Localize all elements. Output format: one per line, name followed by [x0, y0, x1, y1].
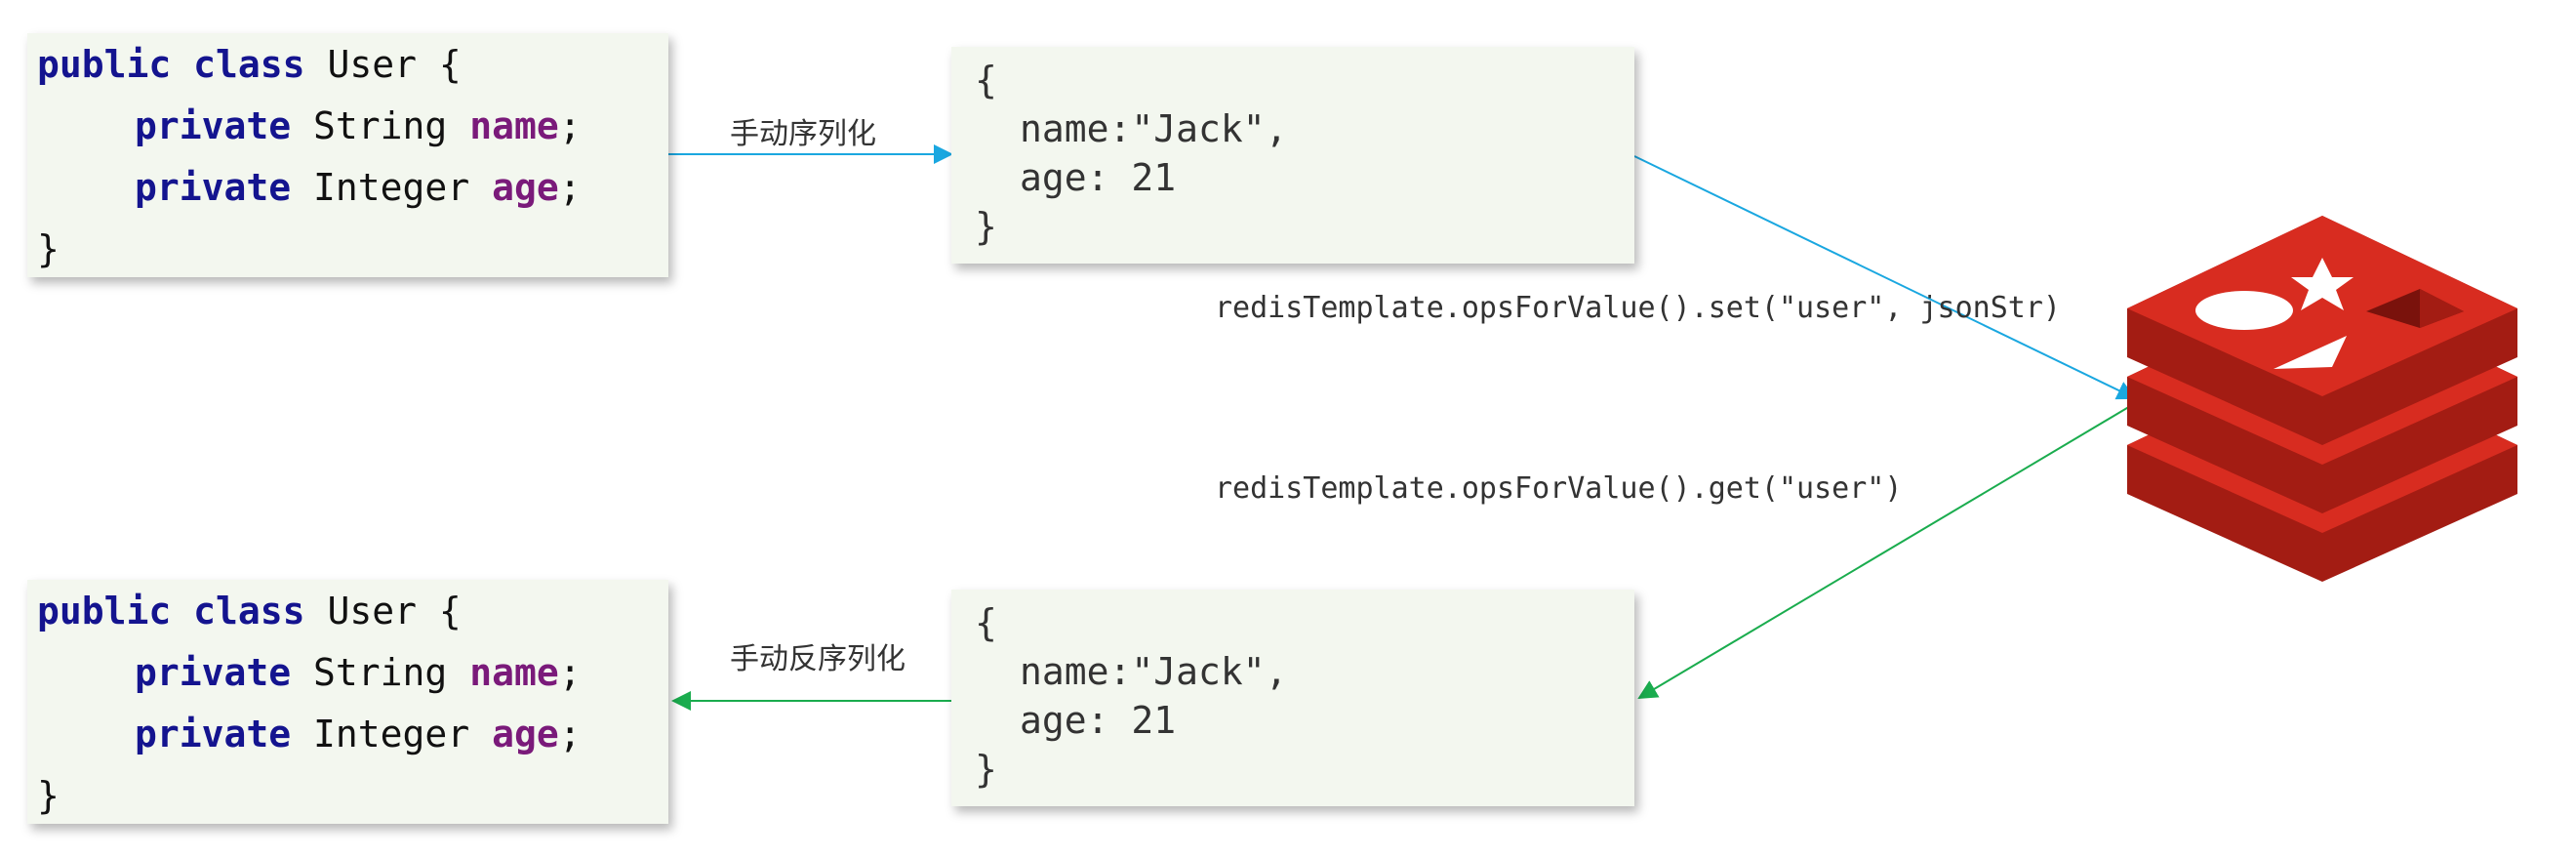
json-age-line: age: 21	[1020, 156, 1177, 199]
java-class-box-top: public class User { private String name;…	[27, 33, 668, 277]
get-call-label: redisTemplate.opsForValue().get("user")	[1215, 471, 1903, 506]
json-open-brace: {	[975, 59, 997, 102]
deserialize-label: 手动反序列化	[730, 642, 906, 676]
keyword-private: private	[135, 104, 292, 147]
keyword-class: class	[193, 43, 305, 86]
type-string: String	[313, 104, 448, 147]
field-name: name	[469, 651, 559, 694]
json-close-brace: }	[975, 205, 997, 248]
json-box-top: { name:"Jack", age: 21 }	[951, 47, 1634, 264]
keyword-class: class	[193, 590, 305, 633]
keyword-private: private	[135, 651, 292, 694]
name-field-line: private String name;	[135, 104, 582, 147]
get-arrow	[1637, 401, 2138, 700]
json-age-line: age: 21	[1020, 699, 1177, 742]
open-brace: {	[438, 590, 462, 633]
age-field-line: private Integer age;	[135, 713, 582, 755]
close-brace: }	[37, 227, 60, 270]
set-call-label: redisTemplate.opsForValue().set("user", …	[1215, 291, 2061, 325]
open-brace: {	[438, 43, 462, 86]
type-integer: Integer	[313, 166, 470, 209]
class-decl-line: public class User {	[37, 590, 462, 633]
keyword-private: private	[135, 713, 292, 755]
field-age: age	[492, 713, 559, 755]
class-name: User	[327, 590, 417, 633]
class-name: User	[327, 43, 417, 86]
json-name-line: name:"Jack",	[1020, 107, 1288, 150]
type-integer: Integer	[313, 713, 470, 755]
semicolon: ;	[558, 166, 582, 209]
semicolon: ;	[558, 651, 582, 694]
keyword-public: public	[37, 43, 172, 86]
json-close-brace: }	[975, 748, 997, 791]
semicolon: ;	[558, 713, 582, 755]
json-name-line: name:"Jack",	[1020, 650, 1288, 693]
close-brace-line: }	[37, 227, 60, 270]
json-open-brace: {	[975, 601, 997, 644]
java-class-box-bottom: public class User { private String name;…	[27, 580, 668, 824]
close-brace: }	[37, 774, 60, 817]
type-string: String	[313, 651, 448, 694]
name-field-line: private String name;	[135, 651, 582, 694]
age-field-line: private Integer age;	[135, 166, 582, 209]
close-brace-line: }	[37, 774, 60, 817]
field-age: age	[492, 166, 559, 209]
keyword-private: private	[135, 166, 292, 209]
set-arrow	[1633, 155, 2137, 400]
field-name: name	[469, 104, 559, 147]
semicolon: ;	[558, 104, 582, 147]
serialize-label: 手动序列化	[730, 117, 876, 151]
json-box-bottom: { name:"Jack", age: 21 }	[951, 590, 1634, 806]
keyword-public: public	[37, 590, 172, 633]
class-decl-line: public class User {	[37, 43, 462, 86]
